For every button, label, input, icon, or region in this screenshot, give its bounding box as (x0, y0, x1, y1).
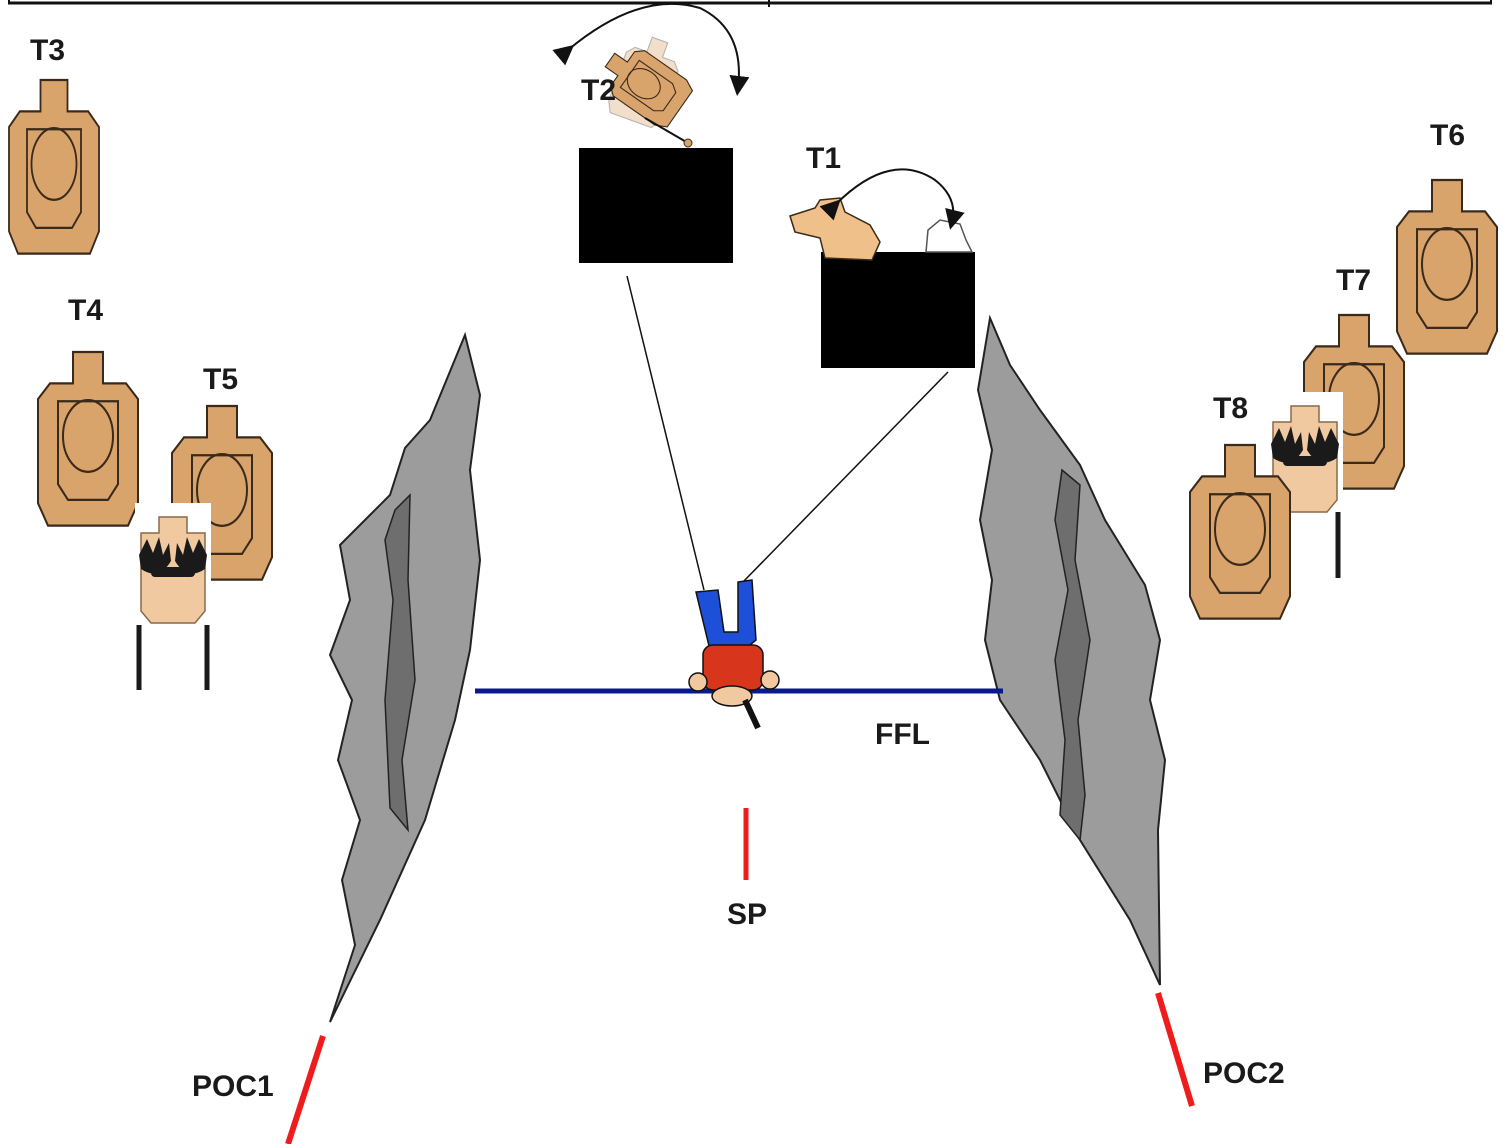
label-t7: T7 (1336, 264, 1371, 297)
left-wall (328, 331, 482, 1023)
label-t3: T3 (30, 34, 65, 67)
sight-line-t1 (741, 371, 949, 584)
target-t3 (7, 78, 101, 255)
label-t2: T2 (581, 74, 616, 107)
barrier-t1 (821, 252, 975, 368)
label-t1: T1 (806, 142, 841, 175)
turn-arrow-t2 (552, 2, 750, 96)
barrier-t2 (579, 148, 733, 263)
hostage-right (1266, 391, 1344, 578)
sight-line-t2 (626, 275, 705, 591)
right-wall (976, 314, 1167, 986)
label-t5: T5 (203, 363, 238, 396)
poc2-marker (1155, 992, 1195, 1107)
label-t6: T6 (1430, 119, 1465, 152)
hostage-left (134, 502, 212, 690)
label-poc1: POC1 (192, 1070, 274, 1103)
target-t4 (36, 350, 140, 527)
label-t4: T4 (68, 294, 103, 327)
target-t1 (789, 197, 974, 261)
label-poc2: POC2 (1203, 1057, 1285, 1090)
target-t2 (593, 30, 697, 148)
shooter-icon (688, 579, 780, 730)
label-sp: SP (727, 898, 767, 931)
label-ffl: FFL (875, 718, 930, 751)
label-t8: T8 (1213, 392, 1248, 425)
target-t6 (1395, 178, 1499, 355)
poc1-marker (285, 1035, 326, 1144)
turn-arrow-t1 (819, 168, 965, 230)
